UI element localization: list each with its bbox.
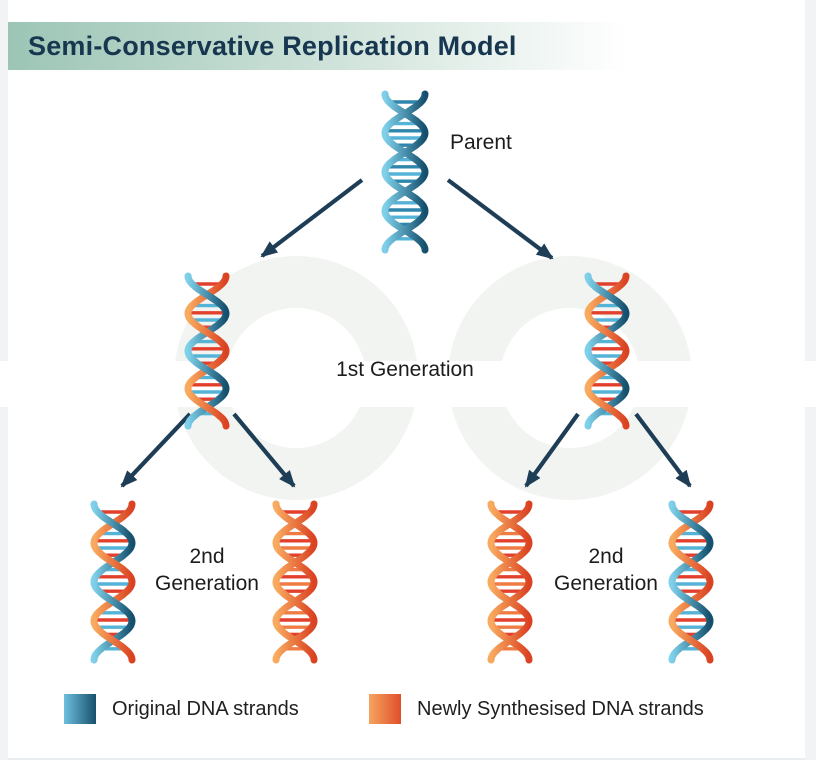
second-generation-left-label-line1: 2nd — [189, 545, 225, 568]
new-strands-swatch — [369, 694, 401, 724]
bottom-divider — [8, 758, 805, 760]
original-strands-swatch — [64, 694, 96, 724]
arrow-parent-to-gen1-right — [446, 178, 554, 260]
second-generation-right-label: 2nd Generation — [531, 543, 681, 598]
arrow-gen1-right-to-gen2-3 — [524, 412, 580, 488]
gen2-4-helix — [668, 500, 714, 664]
legend-item-new: Newly Synthesised DNA strands — [369, 694, 704, 724]
legend-item-original: Original DNA strands — [64, 694, 299, 724]
second-generation-right-label-line2: Generation — [554, 572, 658, 596]
second-generation-left-label-line2: Generation — [155, 572, 259, 596]
arrows-layer — [120, 178, 692, 488]
gen2-3-helix — [487, 500, 533, 664]
helices-layer — [90, 90, 714, 664]
gen1-right-helix — [584, 272, 630, 430]
arrow-gen1-left-to-gen2-2 — [232, 412, 296, 488]
arrow-gen1-right-to-gen2-4 — [634, 412, 692, 488]
arrow-gen1-left-to-gen2-1 — [120, 412, 192, 488]
first-generation-label: 1st Generation — [336, 358, 474, 381]
arrow-parent-to-gen1-left — [260, 178, 364, 258]
gen2-2-helix — [272, 500, 318, 664]
gen1-left-helix — [184, 272, 230, 430]
parent-helix — [381, 90, 429, 254]
new-strands-label: Newly Synthesised DNA strands — [417, 697, 704, 720]
page-title: Semi-Conservative Replication Model — [28, 30, 517, 61]
title-banner: Semi-Conservative Replication Model — [8, 22, 648, 70]
parent-label: Parent — [450, 131, 512, 154]
gen2-1-helix — [90, 500, 136, 664]
second-generation-left-label: 2nd Generation — [132, 543, 282, 598]
original-strands-label: Original DNA strands — [112, 697, 299, 720]
second-generation-right-label-line1: 2nd — [588, 545, 624, 568]
